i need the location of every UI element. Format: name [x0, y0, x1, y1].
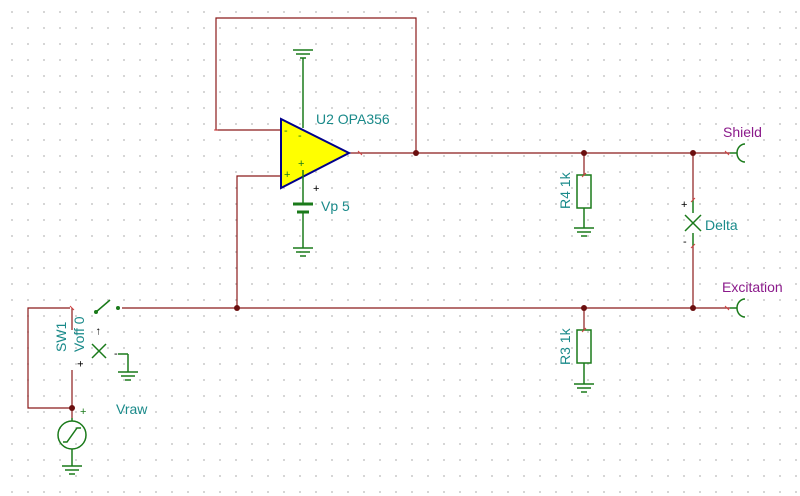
wires	[27, 17, 730, 418]
switch-label: SW1	[53, 321, 69, 352]
delta-voltmeter[interactable]: + - Delta	[681, 199, 738, 248]
switch-sublabel: Voff 0	[71, 316, 87, 352]
shield-label: Shield	[723, 124, 762, 140]
switch-plus: +	[75, 361, 87, 367]
switch-contact-left	[94, 310, 98, 314]
switch-ctrl-x2	[91, 343, 107, 359]
switch-minus: -	[114, 348, 118, 360]
opamp-plus-sign: +	[284, 169, 290, 181]
battery-plus: +	[313, 183, 319, 195]
opamp-supply-plus: +	[298, 158, 304, 170]
junction-feedback	[413, 150, 419, 156]
pin-mark	[724, 150, 730, 156]
junction-r3	[581, 305, 587, 311]
source-ramp-waveform	[63, 427, 81, 443]
pin-mark	[357, 150, 363, 156]
opamp-label: U2 OPA356	[316, 111, 390, 127]
noninverting-input-wire	[236, 175, 280, 308]
r3-body	[576, 329, 592, 364]
excitation-terminal[interactable]: Excitation	[722, 279, 783, 318]
battery-vp[interactable]: + Vp 5	[293, 170, 350, 257]
battery-label: Vp 5	[321, 198, 350, 214]
excitation-label: Excitation	[722, 279, 783, 295]
source-label: Vraw	[116, 401, 148, 417]
pin-mark	[690, 197, 696, 203]
source-vraw[interactable]: + Vraw	[57, 401, 148, 475]
junction-excitation	[690, 305, 696, 311]
pin-marks	[69, 129, 730, 333]
switch-contact-right	[116, 306, 120, 310]
junction-source	[69, 405, 75, 411]
delta-label: Delta	[705, 217, 738, 233]
shield-terminal[interactable]: Shield	[723, 124, 762, 163]
delta-plus: +	[681, 199, 687, 211]
r4-label: R4 1k	[557, 171, 573, 209]
resistor-r3[interactable]: R3 1k	[557, 327, 594, 393]
switch-arrow: →	[91, 326, 103, 337]
pin-mark	[581, 172, 587, 178]
junction-r4	[581, 150, 587, 156]
source-plus: +	[80, 406, 86, 418]
opamp-minus-sign: -	[284, 125, 288, 137]
pin-mark	[69, 305, 75, 311]
junction-shield	[690, 150, 696, 156]
opamp-u2[interactable]: - + + - U2 OPA356	[280, 49, 390, 190]
shield-connector-arc	[736, 143, 746, 163]
opamp-triangle	[280, 117, 352, 190]
r3-label: R3 1k	[557, 327, 573, 365]
opamp-supply-minus: -	[298, 130, 302, 142]
switch-sw1[interactable]: → + - SW1 Voff 0	[53, 299, 138, 381]
pin-mark	[724, 305, 730, 311]
switch-left-wire	[27, 307, 72, 409]
junctions	[69, 150, 696, 411]
resistor-r4[interactable]: R4 1k	[557, 171, 594, 237]
switch-blade	[95, 299, 111, 313]
pin-mark	[690, 243, 696, 249]
r4-body	[576, 174, 592, 209]
delta-minus: -	[683, 236, 687, 248]
feedback-wire	[215, 17, 417, 153]
junction-opamp-input	[234, 305, 240, 311]
delta-x-line2	[684, 214, 702, 232]
pin-mark	[581, 327, 587, 333]
excitation-connector-arc	[736, 298, 746, 318]
